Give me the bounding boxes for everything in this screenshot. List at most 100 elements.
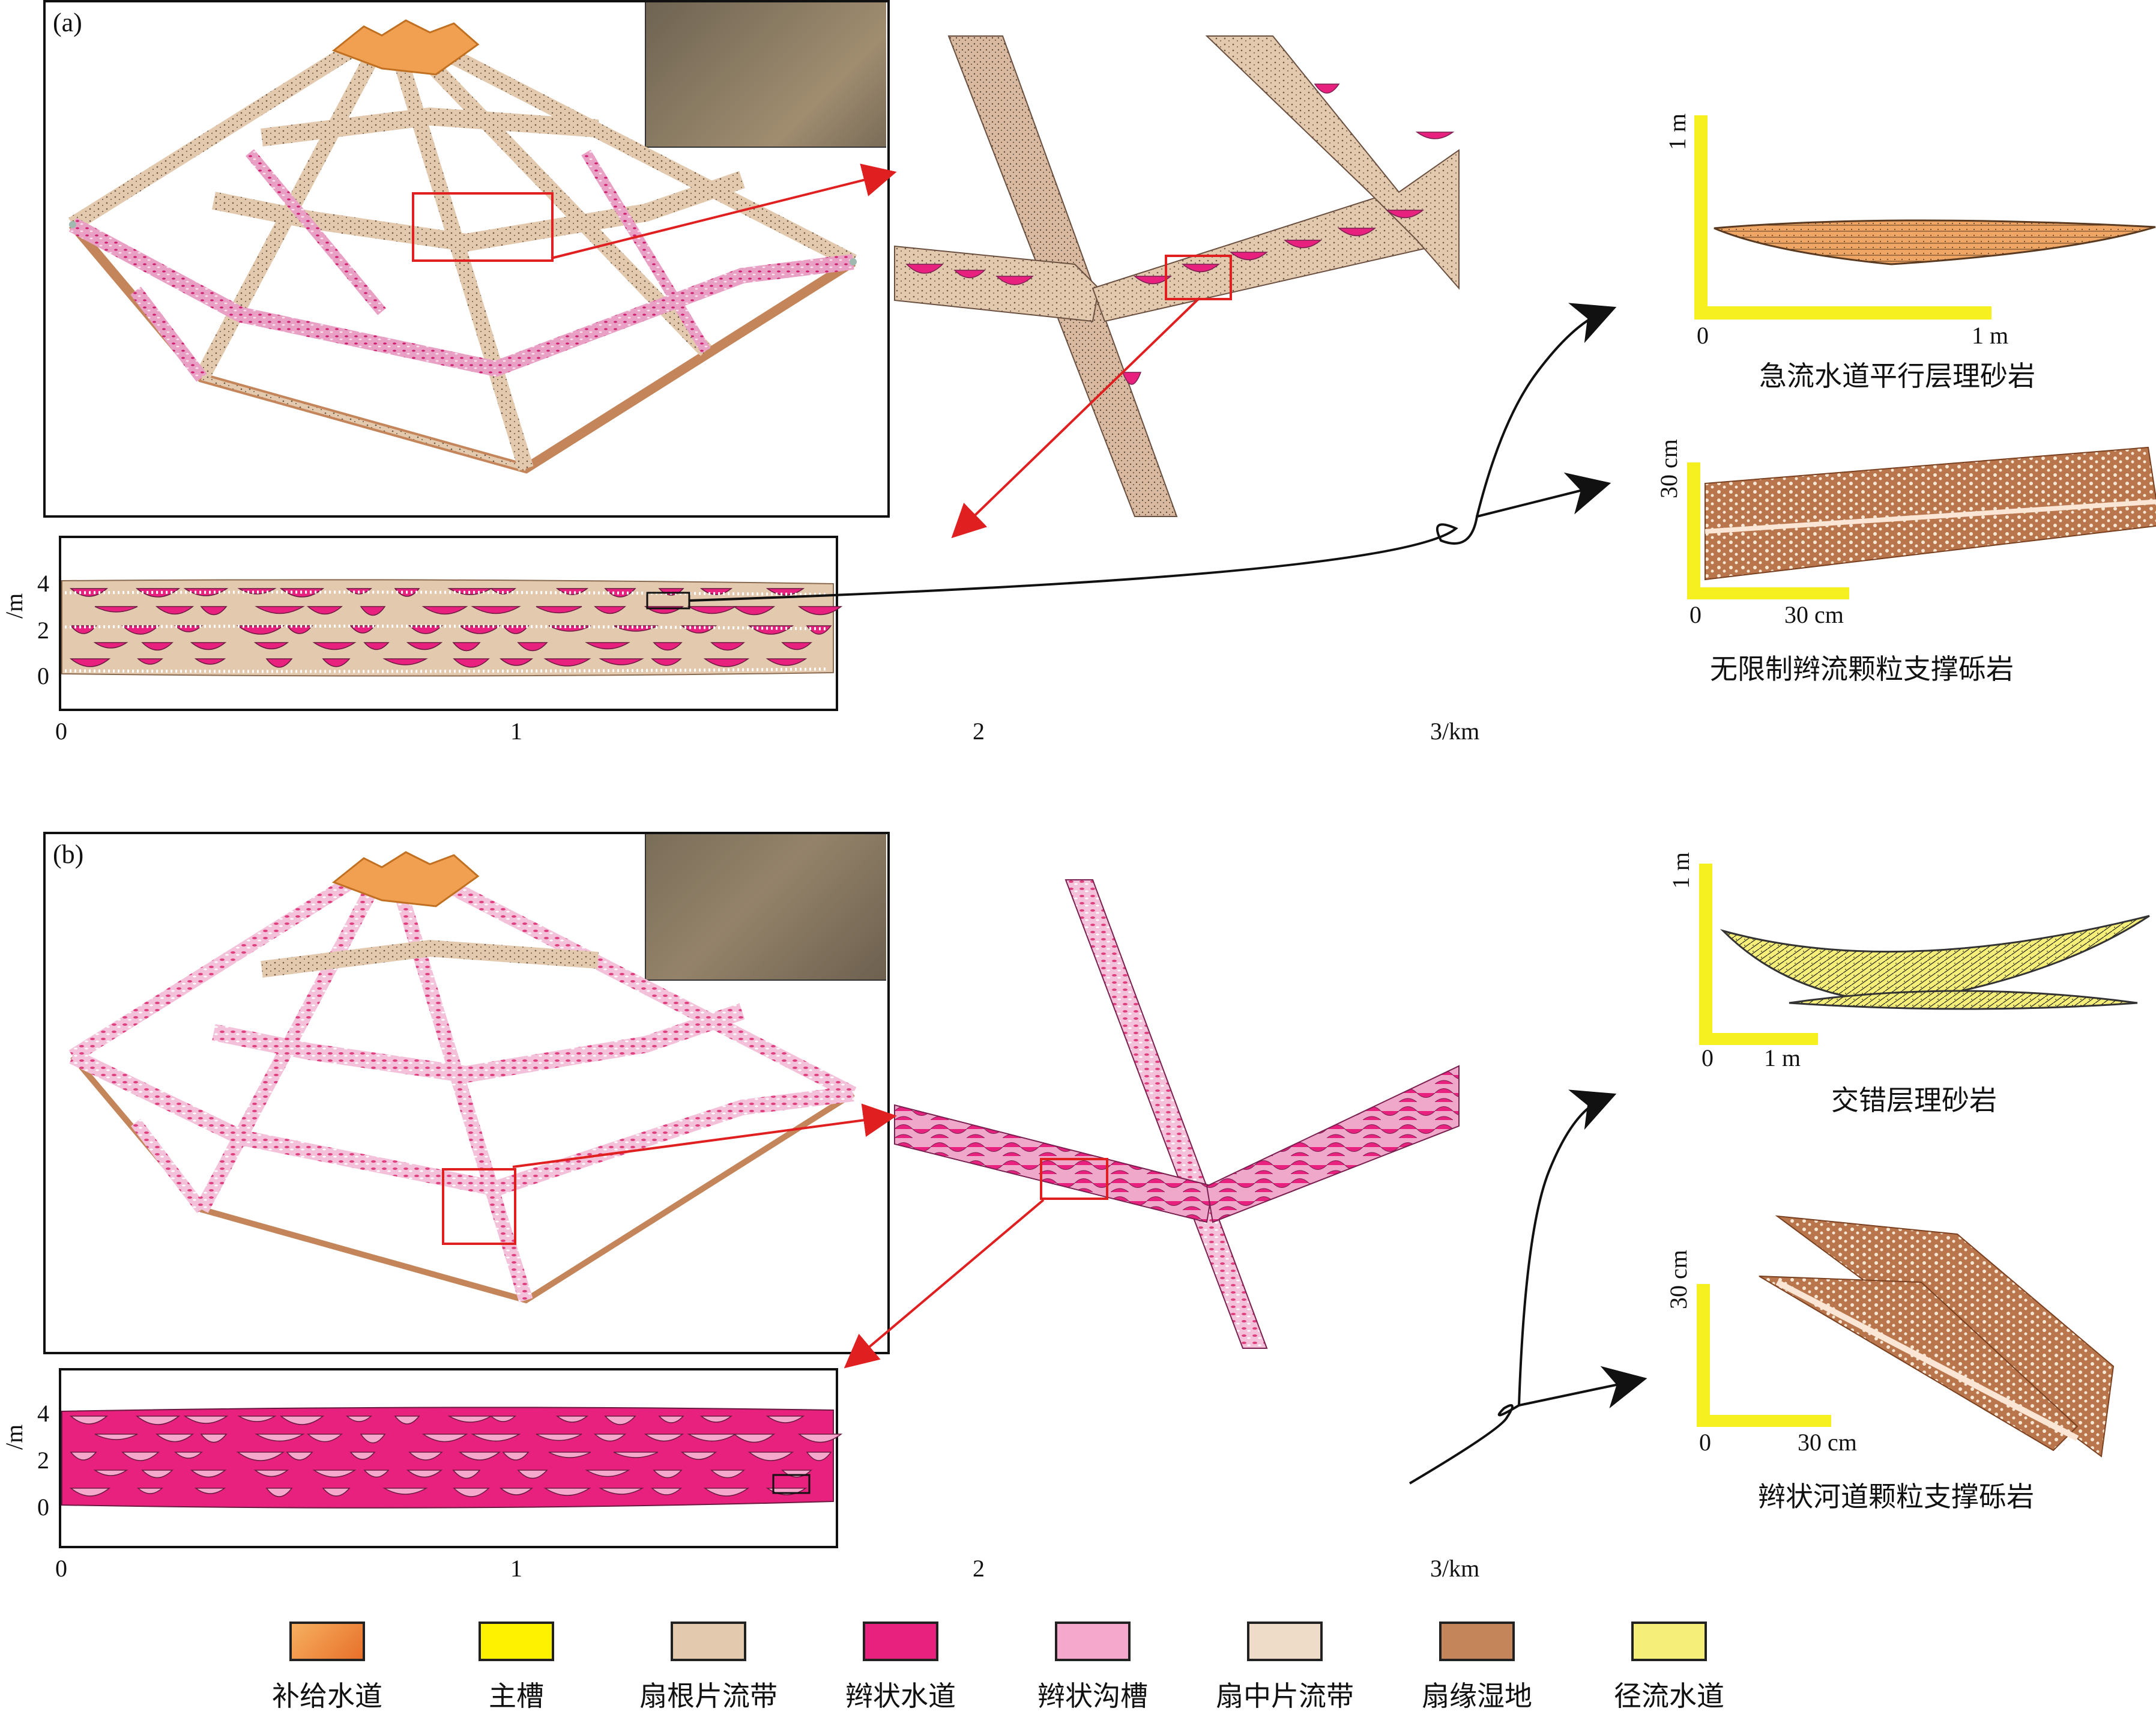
x-tick-b-2: 2	[973, 1555, 985, 1582]
scale-bar-a2	[1687, 462, 1700, 595]
channel-lens	[363, 1470, 390, 1478]
channel-lens	[765, 658, 808, 666]
channel-lens	[121, 625, 160, 635]
channel-lens	[421, 606, 468, 615]
channel-lens	[490, 1416, 516, 1422]
facies-b2-conglomerate	[1759, 1215, 2115, 1458]
scale-origin-a2: 0	[1689, 601, 1702, 628]
channel-lens	[732, 1434, 776, 1443]
scale-h-a2: 30 cm	[1784, 601, 1844, 628]
channel-lens	[452, 1470, 481, 1479]
x-tick-b-3: 3/km	[1430, 1555, 1480, 1582]
channel-lens	[406, 1470, 443, 1478]
channel-lens	[517, 642, 548, 652]
facies-caption-b1: 交错层理砂岩	[1831, 1084, 1997, 1116]
channel-lens	[349, 1452, 376, 1460]
scale-h-b1: 1 m	[1764, 1044, 1801, 1071]
channel-lens	[710, 1470, 745, 1479]
y-tick-a-4: 4	[37, 570, 49, 597]
channel-lens	[797, 1434, 843, 1443]
channel-lens	[658, 1416, 684, 1423]
channel-lens	[382, 1488, 428, 1495]
channel-lens	[200, 1434, 228, 1443]
channel-lens	[155, 1434, 195, 1443]
legend-label: 扇根片流带	[639, 1680, 778, 1712]
channel-lens	[265, 658, 293, 668]
channel-lens	[594, 606, 626, 614]
channel-lens	[121, 1452, 160, 1461]
channel-lens	[543, 658, 591, 667]
channel-lens	[604, 1416, 636, 1425]
scale-h-a1: 1 m	[1972, 322, 2009, 349]
channel-lens	[408, 625, 443, 634]
channel-lens	[286, 1452, 313, 1461]
channel-lens	[599, 658, 644, 665]
channel-lens	[408, 1452, 443, 1461]
facies-caption-a2: 无限制辫流颗粒支撑砾岩	[1710, 653, 2014, 685]
channel-lens	[613, 1452, 659, 1458]
channel-lens	[458, 1452, 501, 1461]
channel-lens	[137, 1488, 163, 1494]
y-tick-b-0: 0	[37, 1494, 49, 1521]
legend-swatch	[1631, 1622, 1707, 1661]
legend-swatch	[289, 1622, 365, 1661]
channel-lens	[806, 1452, 832, 1461]
channel-lens	[765, 1416, 805, 1423]
channel-lens	[421, 1434, 468, 1443]
channel-lens	[190, 1470, 227, 1478]
channel-lens	[174, 1452, 203, 1459]
panel-a-fan-map: (a)	[43, 0, 890, 518]
channel-lens	[70, 1452, 97, 1461]
channel-lens	[94, 1434, 138, 1440]
channel-lens	[517, 1470, 548, 1479]
channel-lens	[190, 642, 227, 650]
channel-lens	[406, 642, 443, 650]
legend-label: 主槽	[489, 1680, 544, 1712]
scale-v-b1: 1 m	[1667, 852, 1694, 889]
x-tick-b-1: 1	[510, 1555, 522, 1582]
channel-lens	[307, 1434, 343, 1443]
x-tick-a-2: 2	[973, 718, 985, 745]
legend-item: 扇缘湿地	[1402, 1622, 1552, 1714]
channel-lens	[394, 1416, 420, 1425]
channel-lens	[141, 1470, 174, 1479]
channel-lens	[594, 1434, 626, 1442]
channel-lens	[471, 606, 521, 614]
scale-v-a1: 1 m	[1664, 113, 1691, 150]
legend-label: 扇缘湿地	[1422, 1680, 1532, 1712]
channel-lens	[363, 642, 390, 650]
channel-lens	[644, 1434, 684, 1442]
y-tick-b-4: 4	[37, 1400, 49, 1427]
scale-origin-a1: 0	[1697, 322, 1709, 349]
y-unit-a: /m	[1, 593, 28, 619]
panel-b-label: (b)	[53, 840, 84, 869]
channel-lens	[69, 658, 111, 667]
channel-lens	[253, 1470, 289, 1477]
channel-lens	[536, 606, 582, 614]
channel-lens	[69, 1416, 109, 1425]
legend-label: 辫状沟槽	[1037, 1680, 1148, 1712]
channel-lens	[137, 658, 163, 665]
channel-lens	[141, 642, 174, 651]
channel-lens	[237, 1416, 277, 1422]
channel-lens	[307, 606, 343, 615]
legend-item: 径流水道	[1594, 1622, 1744, 1714]
satellite-photo-b	[645, 834, 886, 981]
cross-section-b-drawing	[61, 1407, 843, 1509]
channel-lens	[543, 1488, 591, 1496]
channel-lens	[346, 1416, 372, 1422]
channel-lens	[453, 1488, 490, 1497]
channel-lens	[255, 1434, 305, 1442]
legend-item: 辫状水道	[826, 1622, 976, 1714]
panel-b-fan-map: (b)	[43, 832, 890, 1354]
facies-a2-conglomerate	[1705, 446, 2156, 581]
x-tick-a-0: 0	[55, 718, 67, 745]
channel-lens	[200, 606, 228, 616]
scale-v-a2: 30 cm	[1655, 439, 1682, 498]
channel-lens	[680, 1452, 717, 1460]
channel-lens	[183, 1416, 229, 1424]
channel-lens	[710, 642, 745, 651]
channel-lens	[747, 1452, 794, 1461]
channel-lens	[703, 658, 750, 667]
legend-label: 扇中片流带	[1216, 1680, 1354, 1712]
